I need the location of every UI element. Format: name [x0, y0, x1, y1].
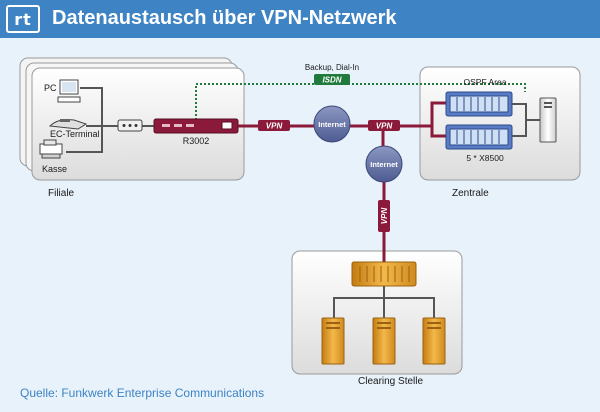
switch-icon — [117, 119, 143, 132]
filiale-label: Filiale — [48, 188, 75, 199]
isdn-badge — [314, 74, 350, 85]
x8500-cluster — [445, 91, 513, 150]
zentrale-label: Zentrale — [452, 188, 489, 199]
vpn-label-2: VPN — [376, 122, 393, 131]
internet-node-2 — [365, 145, 403, 183]
vpn-label-3: VPN — [380, 208, 389, 225]
router-r3002 — [153, 118, 239, 134]
clearing-label: Clearing Stelle — [358, 376, 423, 387]
vpn-badge-1 — [258, 120, 290, 131]
router-label: R3002 — [183, 136, 210, 146]
vpn-label-1: VPN — [266, 122, 283, 131]
clearing-switch-icon — [351, 261, 417, 287]
page-title: Datenaustausch über VPN-Netzwerk — [52, 7, 397, 29]
clearing-server-icon-1 — [321, 317, 345, 365]
pc-icon — [57, 79, 81, 103]
internet-label-1: Internet — [318, 120, 346, 129]
internet-label-2: Internet — [370, 160, 398, 169]
filiale-wiring — [66, 87, 154, 153]
pc-label: PC — [44, 83, 57, 93]
ec-terminal-icon — [48, 119, 88, 130]
isdn-backup-line — [195, 83, 526, 120]
ospf-label: OSPF Area — [464, 77, 507, 87]
isdn-label: ISDN — [322, 76, 341, 85]
clearing-server-icon-2 — [372, 317, 396, 365]
backup-label: Backup, Dial-In — [305, 63, 359, 72]
clearing-server-icon-3 — [422, 317, 446, 365]
source-credit: Quelle: Funkwerk Enterprise Communicatio… — [20, 386, 265, 400]
vpn-badge-3 — [378, 200, 390, 232]
internet-node-1 — [313, 105, 351, 143]
kasse-label: Kasse — [42, 164, 67, 174]
rt-logo: rt — [6, 5, 40, 33]
kasse-icon — [39, 139, 63, 159]
vpn-badge-2 — [368, 120, 400, 131]
clearing-wiring — [333, 286, 385, 318]
zentrale-server-icon — [539, 97, 557, 143]
ec-terminal-label: EC-Terminal — [50, 129, 100, 139]
header-bar: rt Datenaustausch über VPN-Netzwerk — [0, 0, 600, 38]
cluster-label: 5 * X8500 — [466, 153, 504, 163]
